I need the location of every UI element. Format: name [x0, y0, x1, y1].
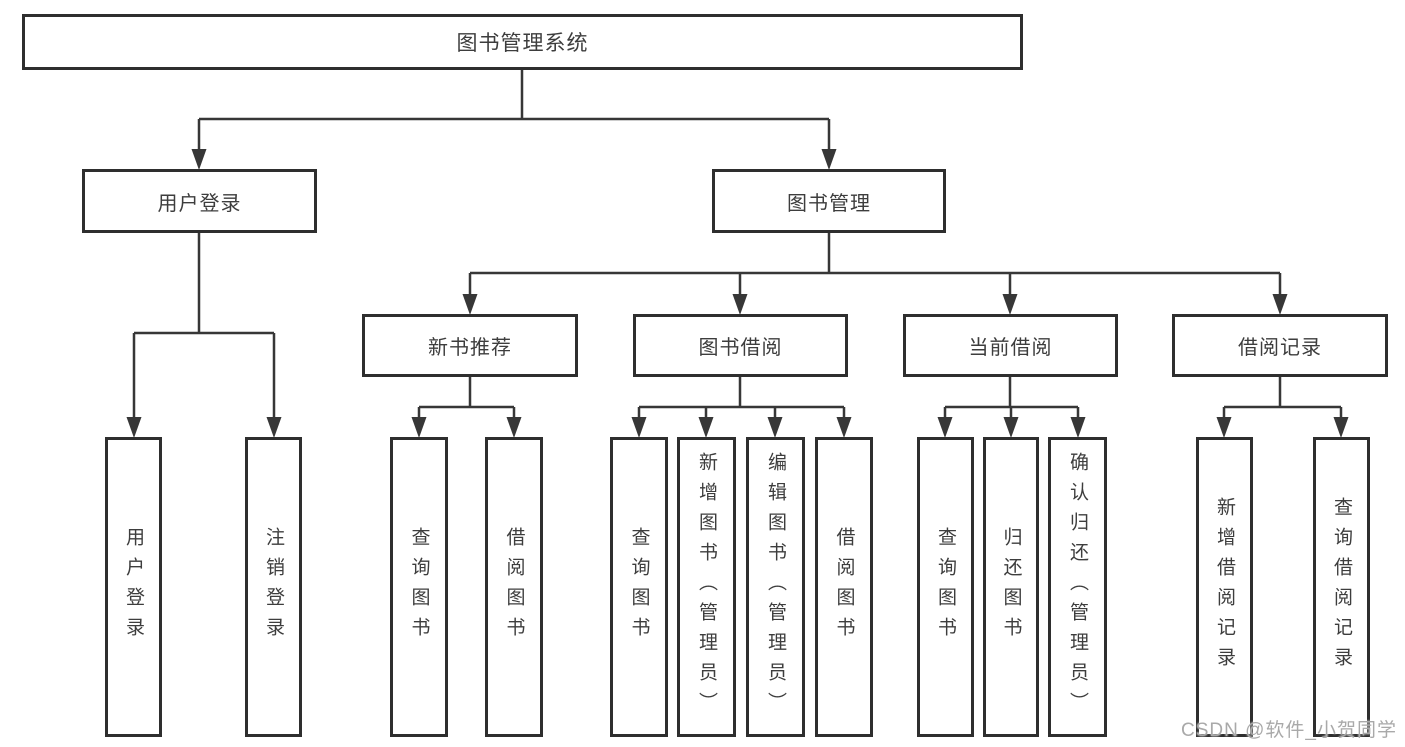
node-label: 当前借阅	[968, 337, 1053, 359]
node-book-borrowing: 图书借阅	[633, 314, 848, 377]
leaf-current-confirm-return-admin: 确认归还（管理员）	[1048, 437, 1107, 737]
leaf-borrow-edit-books-admin: 编辑图书（管理员）	[746, 437, 805, 737]
leaf-newbook-query-books: 查询图书	[390, 437, 448, 737]
node-label: 借阅记录	[1238, 337, 1322, 359]
leaf-label: 查询图书	[628, 527, 650, 647]
node-label: 图书借阅	[698, 337, 783, 359]
leaf-label: 编辑图书（管理员）	[765, 452, 786, 722]
node-borrowing-records: 借阅记录	[1172, 314, 1388, 377]
leaf-current-query-books: 查询图书	[917, 437, 974, 737]
node-label: 图书管理	[787, 192, 871, 215]
leaf-logout: 注销登录	[245, 437, 302, 737]
leaf-borrow-query-books: 查询图书	[610, 437, 668, 737]
leaf-newbook-borrow-books: 借阅图书	[485, 437, 543, 737]
leaf-label: 查询图书	[935, 527, 956, 647]
leaf-label: 查询图书	[408, 527, 430, 647]
node-new-book-recommend: 新书推荐	[362, 314, 578, 377]
node-library-system: 图书管理系统	[22, 14, 1023, 70]
node-book-management: 图书管理	[712, 169, 946, 233]
leaf-current-return-books: 归还图书	[983, 437, 1039, 737]
watermark: CSDN @软件_小贺同学	[1181, 720, 1397, 741]
leaf-records-add-record: 新增借阅记录	[1196, 437, 1253, 737]
node-label: 新书推荐	[428, 337, 512, 359]
leaf-label: 归还图书	[1000, 527, 1022, 647]
leaf-user-login: 用户登录	[105, 437, 162, 737]
leaf-borrow-borrow-books: 借阅图书	[815, 437, 873, 737]
leaf-label: 用户登录	[123, 527, 144, 647]
node-user-login: 用户登录	[82, 169, 317, 233]
leaf-label: 借阅图书	[833, 527, 855, 647]
leaf-label: 查询借阅记录	[1331, 497, 1352, 677]
leaf-label: 注销登录	[263, 527, 284, 647]
leaf-label: 确认归还（管理员）	[1067, 452, 1088, 722]
arrowheads	[126, 149, 1349, 438]
leaf-records-query-record: 查询借阅记录	[1313, 437, 1370, 737]
node-label: 用户登录	[157, 192, 242, 215]
node-label: 图书管理系统	[456, 32, 589, 55]
leaf-label: 新增图书（管理员）	[696, 452, 717, 722]
leaf-label: 借阅图书	[503, 527, 525, 647]
node-current-borrowing: 当前借阅	[903, 314, 1118, 377]
leaf-label: 新增借阅记录	[1214, 497, 1235, 677]
leaf-borrow-add-books-admin: 新增图书（管理员）	[677, 437, 736, 737]
